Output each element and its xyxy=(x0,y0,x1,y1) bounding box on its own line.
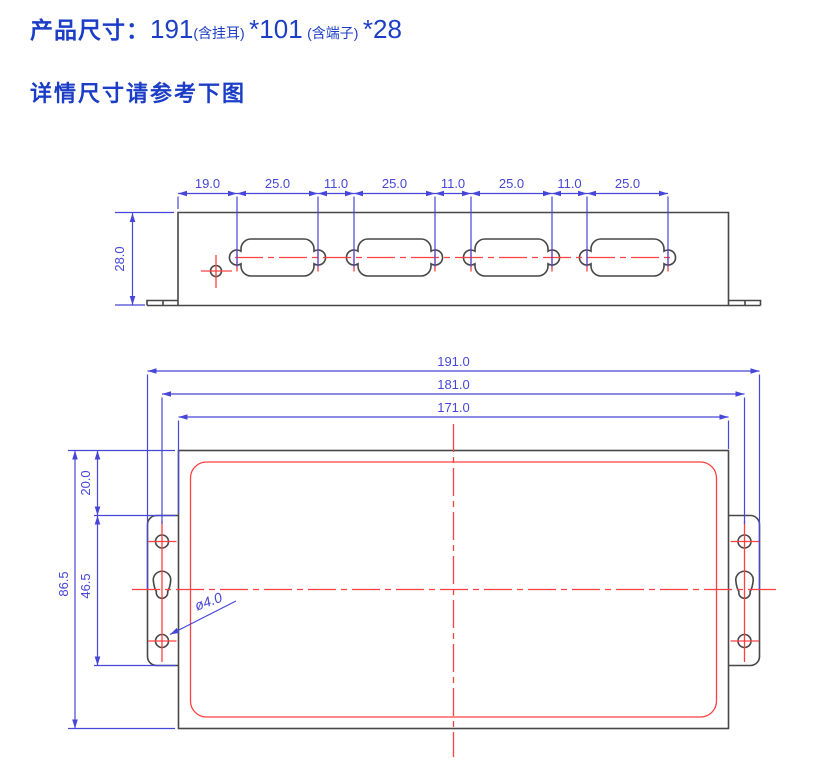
dim-label-25b: 25.0 xyxy=(382,176,407,191)
heading-note-terminals: (含端子) xyxy=(307,25,359,41)
dim-label-11a: 11.0 xyxy=(324,176,348,191)
dim-label-46-5: 46.5 xyxy=(78,573,93,598)
heading-note-ears: (含挂耳) xyxy=(193,25,245,41)
side-body-outline xyxy=(147,211,761,307)
side-dimension-lines xyxy=(129,190,668,305)
dim-label-171: 171.0 xyxy=(437,400,470,415)
side-view-drawing: 19.0 25.0 11.0 25.0 11.0 25.0 11.0 25.0 … xyxy=(112,176,762,307)
dim-label-86-5: 86.5 xyxy=(56,571,71,596)
side-right-ear-tab xyxy=(728,299,762,306)
hole-diameter-leader xyxy=(169,600,237,636)
dim-label-28: 28.0 xyxy=(112,246,127,271)
dim-label-19: 19.0 xyxy=(195,176,220,191)
heading-dim-101: *101 xyxy=(249,14,303,44)
heading-line-2: 详情尺寸请参考下图 xyxy=(30,81,247,106)
front-view-drawing: 191.0 181.0 171.0 20.0 46.5 86.5 ø4.0 xyxy=(56,354,776,757)
left-mounting-ear xyxy=(146,514,179,667)
front-dimension-lines xyxy=(72,368,760,729)
heading-dim-191: 191 xyxy=(150,14,194,44)
keyhole-slot-right xyxy=(734,570,755,599)
side-left-ear-tab xyxy=(146,299,178,306)
heading-prefix: 产品尺寸： xyxy=(30,17,150,43)
dim-label-20: 20.0 xyxy=(78,470,93,495)
ground-screw-crosshair xyxy=(201,255,232,288)
hole-center-ticks xyxy=(148,540,759,642)
dim-label-25d: 25.0 xyxy=(615,176,640,191)
front-extension-lines xyxy=(68,374,761,730)
side-extension-lines xyxy=(115,196,669,306)
dim-label-191: 191.0 xyxy=(437,354,470,369)
keyhole-slot-left xyxy=(152,570,172,599)
connector-screw-center-ticks xyxy=(236,249,669,272)
product-dimensions-heading: 产品尺寸：191(含挂耳) *101 (含端子) *28 详情尺寸请参考下图 xyxy=(30,12,402,108)
dim-label-25c: 25.0 xyxy=(499,176,524,191)
dim-label-11b: 11.0 xyxy=(441,176,465,191)
dim-label-181: 181.0 xyxy=(437,377,470,392)
heading-line-1: 产品尺寸：191(含挂耳) *101 (含端子) *28 xyxy=(30,12,402,51)
dim-label-11c: 11.0 xyxy=(557,176,581,191)
heading-dim-28: *28 xyxy=(362,14,402,44)
dim-label-25a: 25.0 xyxy=(265,176,290,191)
